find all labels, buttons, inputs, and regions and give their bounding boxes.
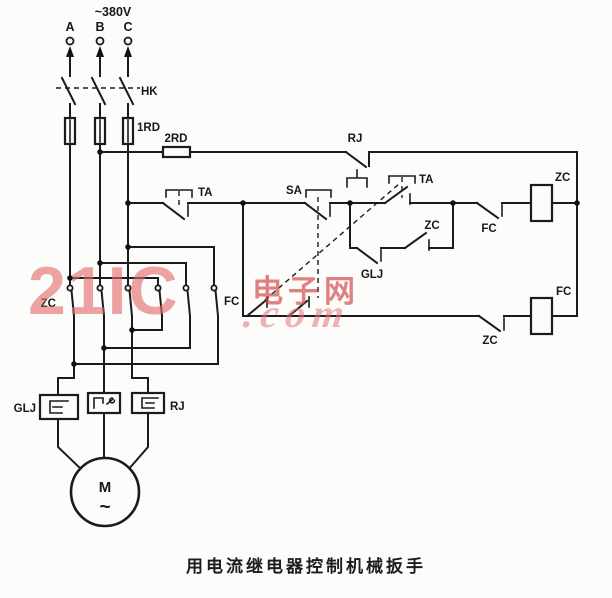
glj-zc-bypass-branch bbox=[349, 202, 454, 265]
rj-contact-label: RJ bbox=[348, 133, 363, 145]
glj-contact-label: GLJ bbox=[361, 269, 383, 281]
thermal-heater-rj bbox=[130, 391, 166, 415]
phase-lines bbox=[69, 143, 215, 287]
phase-a-label: A bbox=[65, 20, 74, 34]
motor-feed-lines bbox=[57, 329, 149, 396]
rj-heater-label: RJ bbox=[170, 401, 185, 413]
fc-interlock-label: FC bbox=[481, 223, 496, 235]
thermal-heater-mid bbox=[86, 391, 122, 415]
main-fuse-label: 1RD bbox=[137, 122, 160, 134]
fc-main-label: FC bbox=[224, 296, 239, 308]
zc-coil-label: ZC bbox=[555, 172, 570, 184]
phase-c-label: C bbox=[123, 20, 132, 34]
supply-voltage-label: ~380V bbox=[95, 5, 132, 19]
phase-b-label: B bbox=[95, 20, 104, 34]
junction-dots bbox=[67, 149, 580, 367]
linked-contacts-lower bbox=[242, 183, 480, 318]
motor bbox=[57, 412, 149, 528]
knife-switch-label: HK bbox=[141, 86, 158, 98]
travel-switch-ta1 bbox=[127, 189, 306, 221]
main-contacts-zc-fc bbox=[66, 284, 220, 365]
figure-caption: 用电流继电器控制机械扳手 bbox=[186, 557, 426, 576]
zc-aux-label: ZC bbox=[424, 220, 439, 232]
selector-switch-sa bbox=[303, 189, 386, 298]
control-fuse-label: 2RD bbox=[164, 133, 187, 145]
zc-interlock-label: ZC bbox=[482, 335, 497, 347]
knife-switch-hk bbox=[56, 76, 140, 119]
glj-coil-label: GLJ bbox=[14, 403, 36, 415]
thermal-relay-contact-rj bbox=[344, 150, 578, 188]
zc-coil bbox=[529, 183, 578, 223]
control-fuse-2rd bbox=[99, 145, 347, 159]
zc-interlock-contact bbox=[477, 314, 532, 333]
fc-coil bbox=[529, 296, 578, 336]
fc-interlock-contact bbox=[475, 201, 532, 220]
fc-coil-label: FC bbox=[556, 286, 571, 298]
main-fuses-1rd bbox=[63, 116, 135, 146]
motor-ac-symbol: ~ bbox=[99, 497, 110, 518]
zc-main-label: ZC bbox=[41, 298, 56, 310]
motor-label: M bbox=[99, 479, 112, 496]
ta1-label: TA bbox=[198, 187, 212, 199]
sa-label: SA bbox=[286, 185, 302, 197]
overcurrent-relay-glj bbox=[38, 393, 80, 421]
ta2-label: TA bbox=[419, 174, 433, 186]
supply-terminals bbox=[65, 36, 133, 77]
travel-switch-ta2 bbox=[383, 175, 478, 205]
